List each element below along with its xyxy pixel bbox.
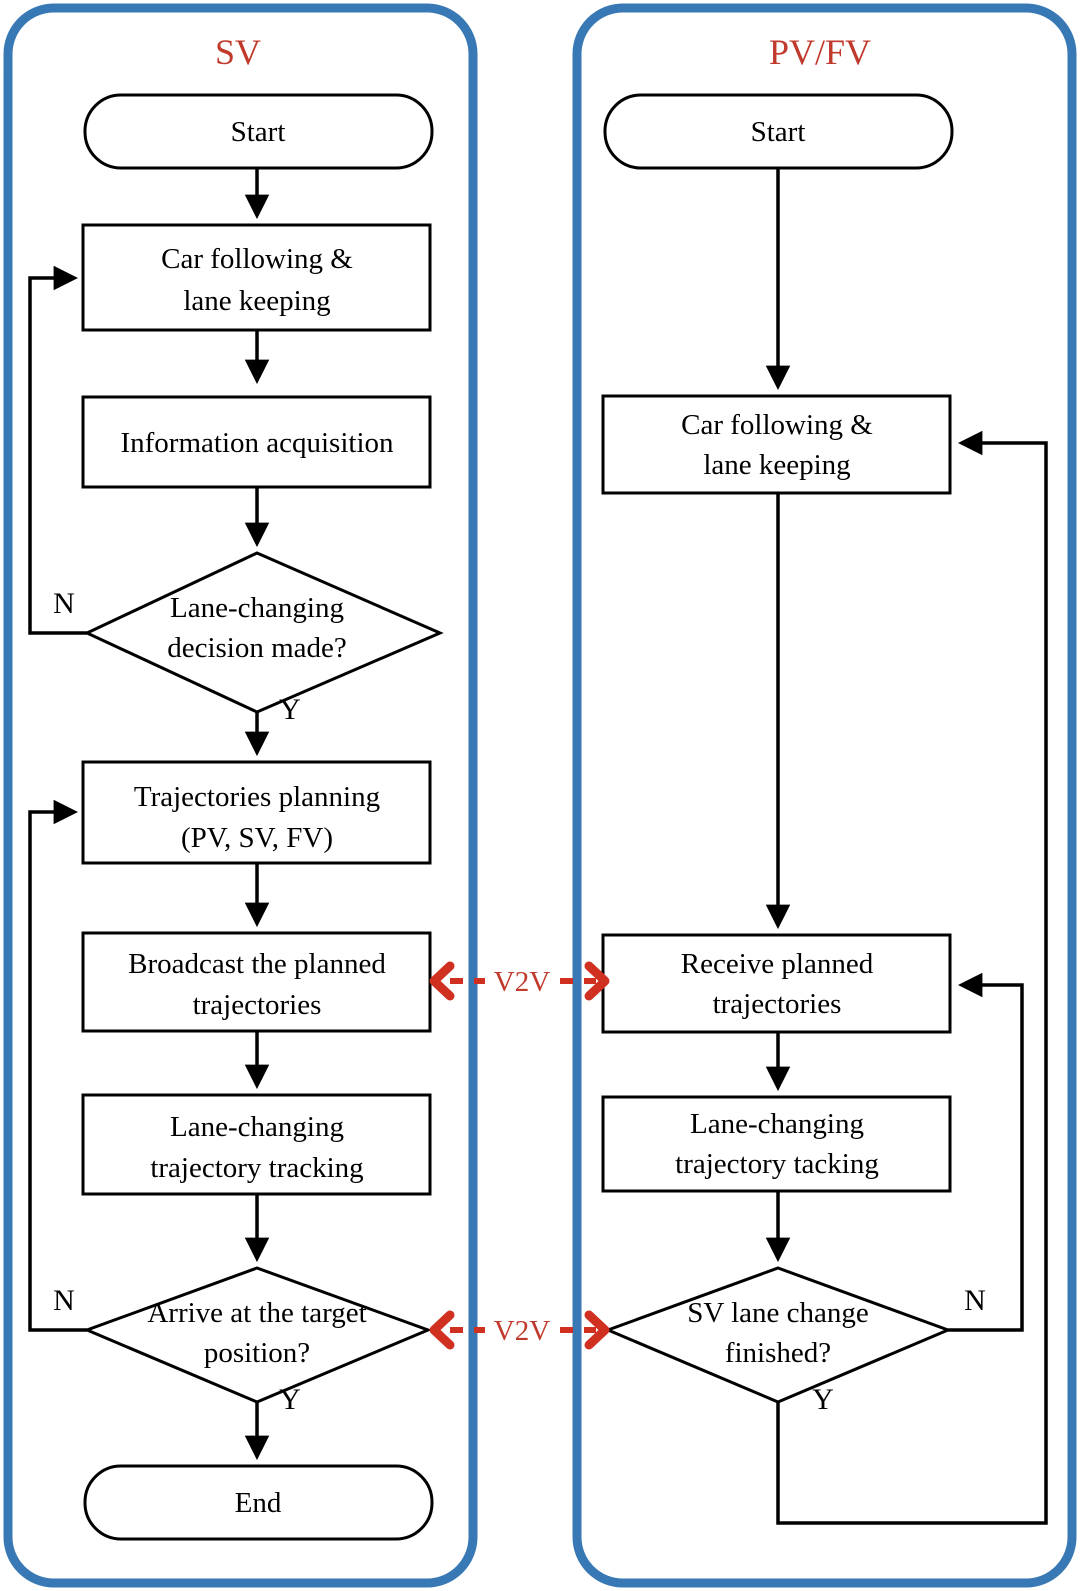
connector-pv-decision-no-loop: [948, 972, 1024, 1332]
v2v-label-top: V2V: [494, 966, 550, 998]
branch-label-sv-decision1-no: N: [53, 587, 75, 620]
connector-pv-decision-yes-loop: [776, 430, 1048, 1525]
node-sv-planning-line2: (PV, SV, FV): [181, 822, 333, 854]
node-pv-carfollow-line1: Car following &: [681, 409, 873, 441]
node-pv-start-label: Start: [751, 116, 806, 148]
node-pv-carfollow[interactable]: [601, 394, 952, 495]
node-sv-decision2-line2: position?: [204, 1337, 310, 1369]
connector-sv-decision2-no-loop: [28, 799, 87, 1332]
connector-sv-decision1-no-loop: [28, 265, 87, 635]
node-pv-receive-line1: Receive planned: [681, 948, 874, 980]
branch-label-pv-decision-no: N: [964, 1284, 986, 1317]
node-sv-end[interactable]: [83, 1464, 434, 1541]
branch-label-sv-decision1-yes: Y: [279, 693, 301, 726]
node-sv-infoacq[interactable]: [81, 395, 432, 489]
branch-label-sv-decision2-no: N: [53, 1284, 75, 1317]
node-sv-broadcast-line2: trajectories: [193, 989, 322, 1021]
v2v-arrowhead-right-top: [584, 961, 610, 1001]
node-sv-decision1-line2: decision made?: [167, 632, 347, 664]
node-sv-decision1[interactable]: [83, 551, 444, 714]
panel-frame-sv: [3, 3, 478, 1588]
node-pv-tracking-line2: trajectory tacking: [675, 1148, 879, 1180]
panel-frame-pvfv: [572, 3, 1077, 1588]
node-sv-planning[interactable]: [81, 760, 432, 865]
node-sv-carfollow[interactable]: [81, 223, 432, 332]
node-pv-receive[interactable]: [601, 933, 952, 1034]
node-pv-decision-line1: SV lane change: [687, 1297, 868, 1329]
v2v-link-bottom: V2V: [429, 1310, 610, 1350]
node-pv-carfollow-line2: lane keeping: [703, 449, 850, 481]
branch-label-pv-decision-yes: Y: [812, 1383, 834, 1416]
node-sv-tracking-line2: trajectory tracking: [150, 1152, 363, 1184]
node-sv-decision2[interactable]: [82, 1266, 433, 1404]
panel-title-pvfv: PV/FV: [769, 32, 871, 72]
node-pv-tracking-line1: Lane-changing: [690, 1108, 864, 1140]
node-sv-start-label: Start: [231, 116, 286, 148]
node-sv-carfollow-line2: lane keeping: [183, 285, 330, 317]
node-pv-decision[interactable]: [603, 1266, 953, 1404]
node-sv-decision1-line1: Lane-changing: [170, 592, 344, 624]
node-pv-decision-line2: finished?: [725, 1337, 831, 1369]
panel-title-sv: SV: [215, 32, 261, 72]
node-sv-planning-line1: Trajectories planning: [134, 781, 380, 813]
node-pv-tracking[interactable]: [601, 1095, 952, 1193]
v2v-arrowhead-left-bottom: [429, 1310, 455, 1350]
node-sv-carfollow-line1: Car following &: [161, 243, 353, 275]
node-sv-broadcast[interactable]: [81, 931, 432, 1033]
node-sv-infoacq-line1: Information acquisition: [120, 427, 394, 459]
node-sv-broadcast-line1: Broadcast the planned: [128, 948, 386, 980]
node-sv-end-label: End: [235, 1487, 282, 1519]
branch-label-sv-decision2-yes: Y: [279, 1383, 301, 1416]
v2v-link-top: V2V: [429, 961, 610, 1001]
v2v-arrowhead-left-top: [429, 961, 455, 1001]
node-sv-tracking-line1: Lane-changing: [170, 1111, 344, 1143]
node-sv-tracking[interactable]: [81, 1093, 432, 1196]
v2v-label-bottom: V2V: [494, 1315, 550, 1347]
node-sv-start[interactable]: [83, 93, 434, 170]
node-pv-receive-line2: trajectories: [713, 988, 842, 1020]
node-sv-decision2-line1: Arrive at the target: [147, 1297, 366, 1329]
v2v-arrowhead-right-bottom: [584, 1310, 610, 1350]
node-pv-start[interactable]: [603, 93, 954, 170]
